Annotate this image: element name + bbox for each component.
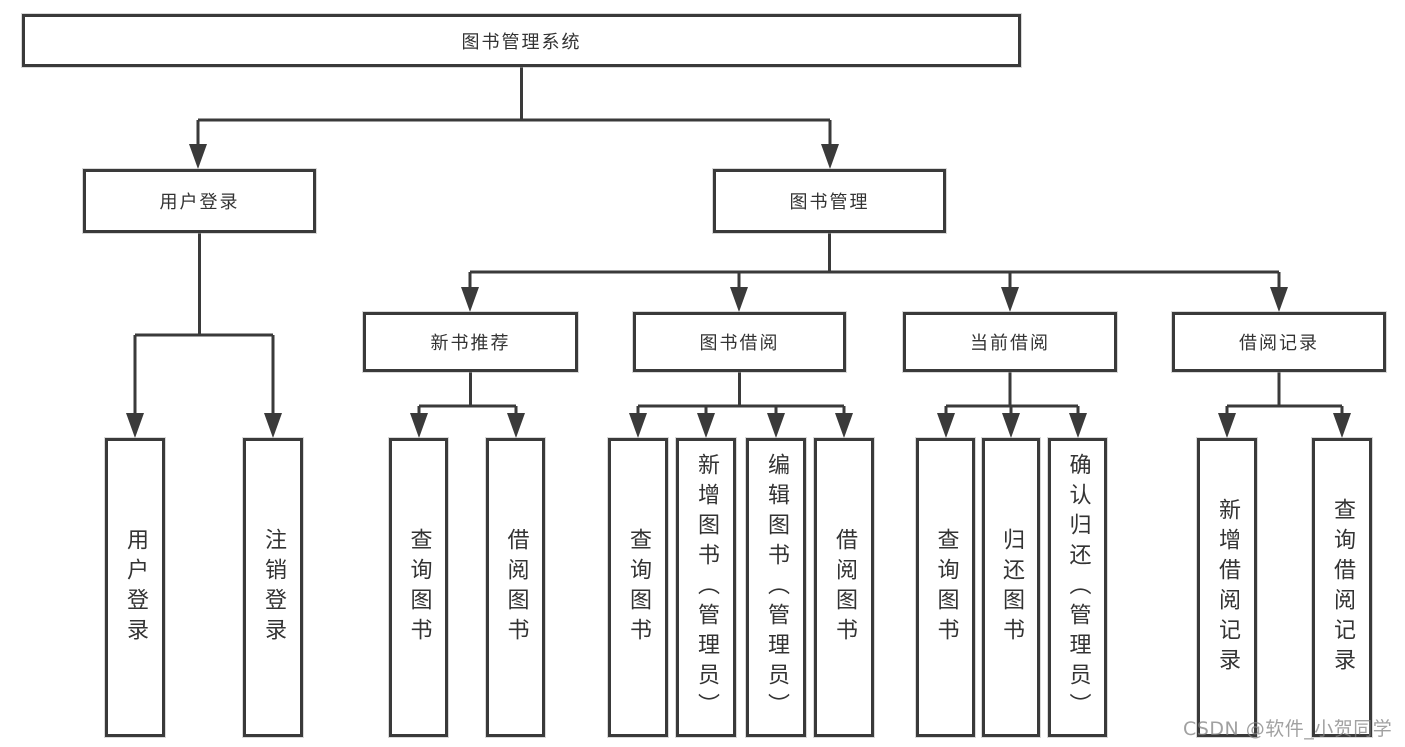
- node-current-borrow-label: 当前借阅: [970, 333, 1050, 354]
- leaf-newbooks-query-label: 查询图书: [406, 527, 432, 648]
- leaf-borrow-edit-admin: 编辑图书（管理员）: [746, 438, 806, 737]
- node-book-management-label: 图书管理: [789, 192, 870, 213]
- leaf-records-add: 新增借阅记录: [1197, 438, 1257, 737]
- node-book-management: 图书管理: [713, 169, 946, 233]
- connector-records-to-leaves: [1218, 372, 1351, 438]
- connector-management-to-level2: [461, 233, 1288, 312]
- leaf-logout-label: 注销登录: [261, 527, 286, 648]
- leaf-records-query-label: 查询借阅记录: [1330, 497, 1355, 678]
- leaf-newbooks-borrow-label: 借阅图书: [503, 527, 529, 648]
- node-book-borrow: 图书借阅: [633, 312, 846, 372]
- node-root-system-label: 图书管理系统: [461, 31, 582, 53]
- leaf-logout: 注销登录: [243, 438, 303, 737]
- connector-current-to-leaves: [937, 372, 1087, 438]
- leaf-current-return: 归还图书: [982, 438, 1040, 737]
- csdn-watermark: CSDN @软件_小贺同学: [1183, 718, 1393, 740]
- leaf-records-add-label: 新增借阅记录: [1215, 497, 1240, 678]
- node-current-borrow: 当前借阅: [903, 312, 1117, 372]
- leaf-borrow-edit-admin-label: 编辑图书（管理员）: [764, 452, 789, 723]
- connector-borrow-to-leaves: [629, 372, 853, 438]
- leaf-current-query-label: 查询图书: [933, 527, 959, 648]
- leaf-current-confirm-admin: 确认归还（管理员）: [1048, 438, 1107, 737]
- connector-login-to-leaves: [126, 233, 282, 438]
- leaf-borrow-borrow: 借阅图书: [814, 438, 874, 737]
- node-borrow-records: 借阅记录: [1172, 312, 1386, 372]
- leaf-borrow-add-admin: 新增图书（管理员）: [676, 438, 736, 737]
- node-root-system: 图书管理系统: [22, 14, 1021, 67]
- node-new-book-recommend: 新书推荐: [363, 312, 578, 372]
- node-user-login-label: 用户登录: [159, 192, 240, 213]
- leaf-borrow-query: 查询图书: [608, 438, 668, 737]
- node-borrow-records-label: 借阅记录: [1239, 333, 1319, 354]
- connector-newbooks-to-leaves: [410, 372, 525, 438]
- leaf-current-return-label: 归还图书: [999, 527, 1024, 648]
- leaf-user-login: 用户登录: [105, 438, 165, 737]
- leaf-borrow-borrow-label: 借阅图书: [832, 527, 857, 648]
- leaf-current-confirm-admin-label: 确认归还（管理员）: [1065, 452, 1091, 723]
- leaf-current-query: 查询图书: [916, 438, 975, 737]
- leaf-records-query: 查询借阅记录: [1312, 438, 1372, 737]
- leaf-newbooks-query: 查询图书: [389, 438, 448, 737]
- node-new-book-recommend-label: 新书推荐: [430, 333, 511, 354]
- leaf-borrow-add-admin-label: 新增图书（管理员）: [694, 452, 719, 723]
- leaf-user-login-label: 用户登录: [123, 527, 148, 648]
- leaf-newbooks-borrow: 借阅图书: [486, 438, 545, 737]
- connector-root-to-level1: [189, 67, 839, 169]
- leaf-borrow-query-label: 查询图书: [626, 527, 651, 648]
- node-user-login: 用户登录: [83, 169, 316, 233]
- node-book-borrow-label: 图书借阅: [699, 333, 780, 354]
